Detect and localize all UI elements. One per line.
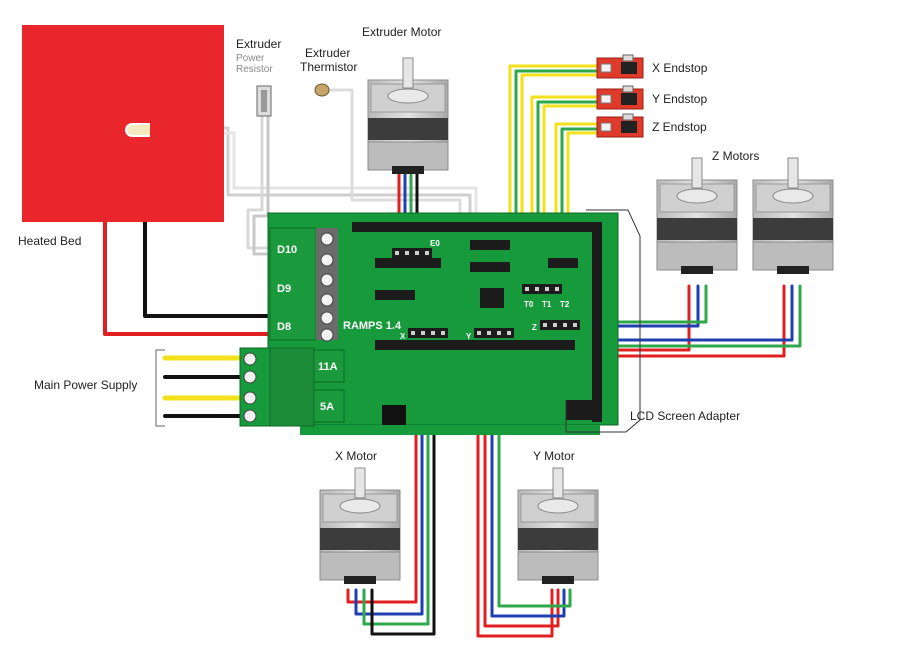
- heated-bed-wire-red: [103, 220, 277, 336]
- bed-thermistor: [125, 123, 150, 137]
- e0-label: E0: [430, 239, 440, 248]
- extruder-thermistor: [314, 83, 330, 97]
- extruder-thermistor-label-2: Thermistor: [300, 60, 357, 74]
- power-jack: [382, 405, 406, 425]
- minus-symbol: −: [323, 313, 329, 325]
- lcd-adapter-connector: [566, 400, 600, 420]
- board-name: RAMPS 1.4: [343, 320, 402, 332]
- plus-symbol: +: [322, 255, 328, 267]
- t1-label: T1: [542, 300, 552, 309]
- y-motor: [517, 467, 599, 585]
- d9-label: D9: [277, 283, 291, 295]
- lcd-adapter-outline: [565, 209, 641, 433]
- x-motor-wire-black: [370, 332, 436, 636]
- y-motor-label: Y Motor: [533, 449, 575, 463]
- y-endstop-label: Y Endstop: [652, 92, 707, 106]
- x-motor-wire-green: [362, 332, 430, 626]
- extruder-motor-label: Extruder Motor: [362, 25, 441, 39]
- z-motor-left: [656, 157, 738, 275]
- z-endstop-label: Z Endstop: [652, 120, 707, 134]
- x-motor-label: X Motor: [335, 449, 377, 463]
- y-driver-header: [474, 328, 514, 338]
- x-driver-label: X: [400, 332, 406, 341]
- y-motor-wire-blue: [490, 332, 566, 618]
- x-motor-wire-blue: [354, 332, 424, 616]
- thermistor-header: [522, 284, 562, 294]
- extruder-resistor-wire: [246, 108, 277, 250]
- extruder-motor: [367, 57, 449, 175]
- z-driver-header: [540, 320, 580, 330]
- minus-symbol: −: [323, 234, 329, 246]
- main-power-supply-label: Main Power Supply: [34, 378, 137, 392]
- fuse-11a-label: 11A: [318, 361, 338, 373]
- x-motor: [319, 467, 401, 585]
- extruder-resistor-label: Extruder: [236, 37, 281, 51]
- x-motor-wire-red: [346, 332, 418, 604]
- heated-bed-wire-black: [143, 220, 277, 318]
- d8-label: D8: [277, 321, 291, 333]
- extruder-resistor-sub-power: Power: [236, 53, 265, 64]
- extruder-power-resistor: [256, 85, 272, 117]
- fuse-5a-label: 5A: [320, 401, 334, 413]
- lcd-header: [592, 222, 602, 422]
- ramps-board: + + − − − D10 D9 D8 11A 5A: [239, 212, 619, 435]
- z-driver-label: Z: [532, 323, 537, 332]
- extruder-resistor-sub-resistor: Resistor: [236, 64, 273, 75]
- z-motor-right: [752, 157, 834, 275]
- plus-symbol: +: [322, 295, 328, 307]
- minus-symbol: −: [323, 275, 329, 287]
- z-motor-wire-green-2: [570, 284, 802, 348]
- d10-label: D10: [277, 244, 297, 256]
- z-endstop: [596, 113, 644, 138]
- x-endstop: [596, 54, 644, 79]
- t2-label: T2: [560, 300, 570, 309]
- header-row-top: [352, 222, 592, 232]
- y-endstop: [596, 85, 644, 110]
- lcd-screen-adapter-label: LCD Screen Adapter: [630, 409, 740, 423]
- extruder-thermistor-label-1: Extruder: [305, 46, 350, 60]
- y-motor-wire-red-2: [483, 332, 560, 628]
- z-motor-wire-blue-2: [564, 284, 794, 342]
- y-motor-wire-red: [476, 332, 554, 638]
- extruder-resistor-wire-2: [252, 108, 277, 256]
- y-motor-wire-green: [497, 332, 572, 608]
- e0-driver-header: [392, 248, 432, 258]
- y-driver-label: Y: [466, 332, 472, 341]
- x-driver-header: [408, 328, 448, 338]
- output-terminal-block: [269, 227, 317, 341]
- main-power-supply-bracket: [155, 349, 165, 427]
- z-motors-label: Z Motors: [712, 149, 759, 163]
- heated-bed: [22, 25, 224, 222]
- x-endstop-label: X Endstop: [652, 61, 708, 75]
- heated-bed-label: Heated Bed: [18, 234, 81, 248]
- t0-label: T0: [524, 300, 534, 309]
